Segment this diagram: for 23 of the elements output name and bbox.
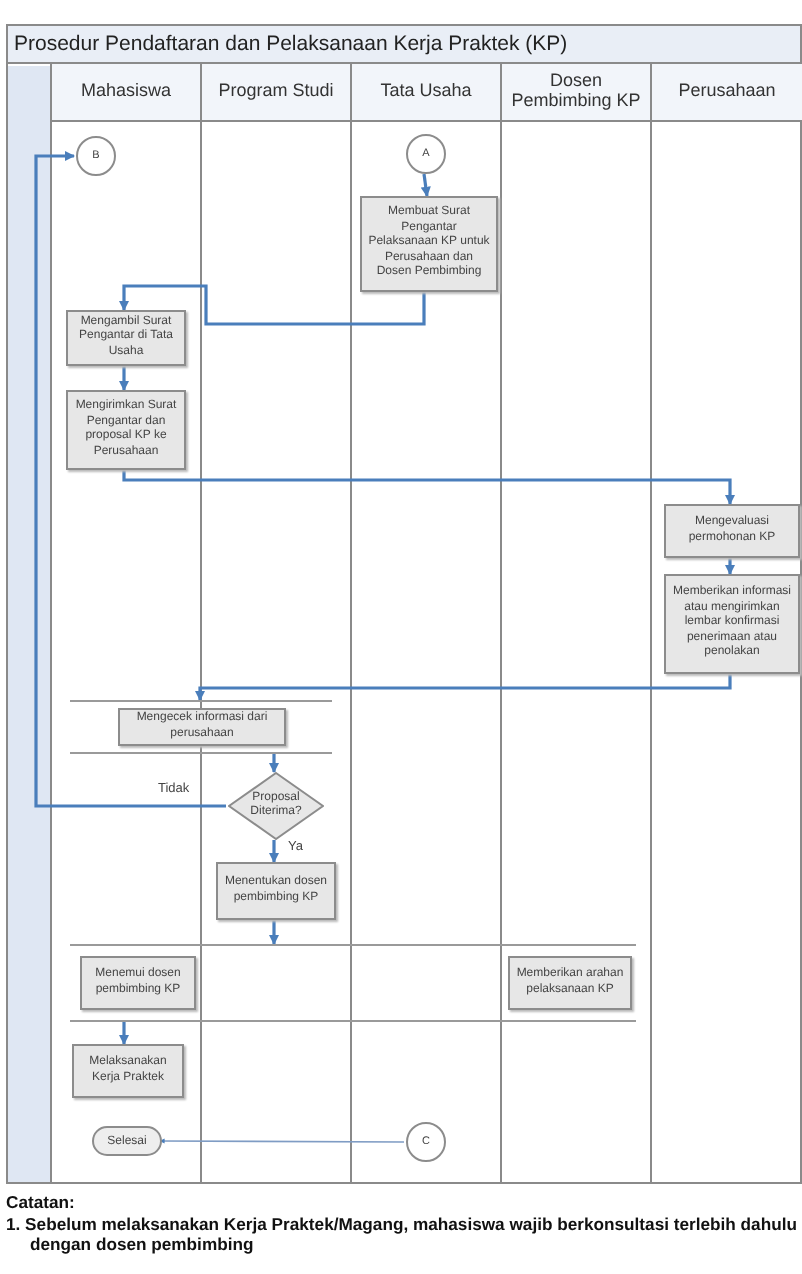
lane-header: Tata Usaha: [380, 82, 472, 102]
swimlane: [500, 64, 650, 1184]
swimlane: [350, 64, 500, 1184]
note-heading: Catatan:: [6, 1192, 77, 1213]
arrow: [268, 754, 280, 773]
arrow: [118, 1022, 130, 1045]
lane-header: Program Studi: [218, 82, 334, 102]
lane-header: Perusahaan: [678, 82, 776, 102]
arrow: [268, 840, 280, 863]
arrow: [118, 366, 130, 391]
arrow: [724, 558, 736, 575]
lane-header: Dosen Pembimbing KP: [509, 72, 643, 112]
arrow: [194, 674, 732, 701]
lane-header: Mahasiswa: [80, 82, 172, 102]
arrow: [420, 173, 431, 197]
arrow: [268, 920, 280, 945]
arrow: [34, 150, 226, 808]
diagram-title: Prosedur Pendaftaran dan Pelaksanaan Kerja Praktek (KP): [8, 26, 800, 64]
arrow: [122, 470, 736, 505]
arrow: [118, 284, 426, 326]
swimlane: [650, 64, 802, 1184]
arrow: [159, 1138, 405, 1144]
note-text: 1. Sebelum melaksanakan Kerja Praktek/Magang, mahasiswa wajib berkonsultasi terlebih dahulu dengan dosen pembimbing: [6, 1214, 798, 1256]
